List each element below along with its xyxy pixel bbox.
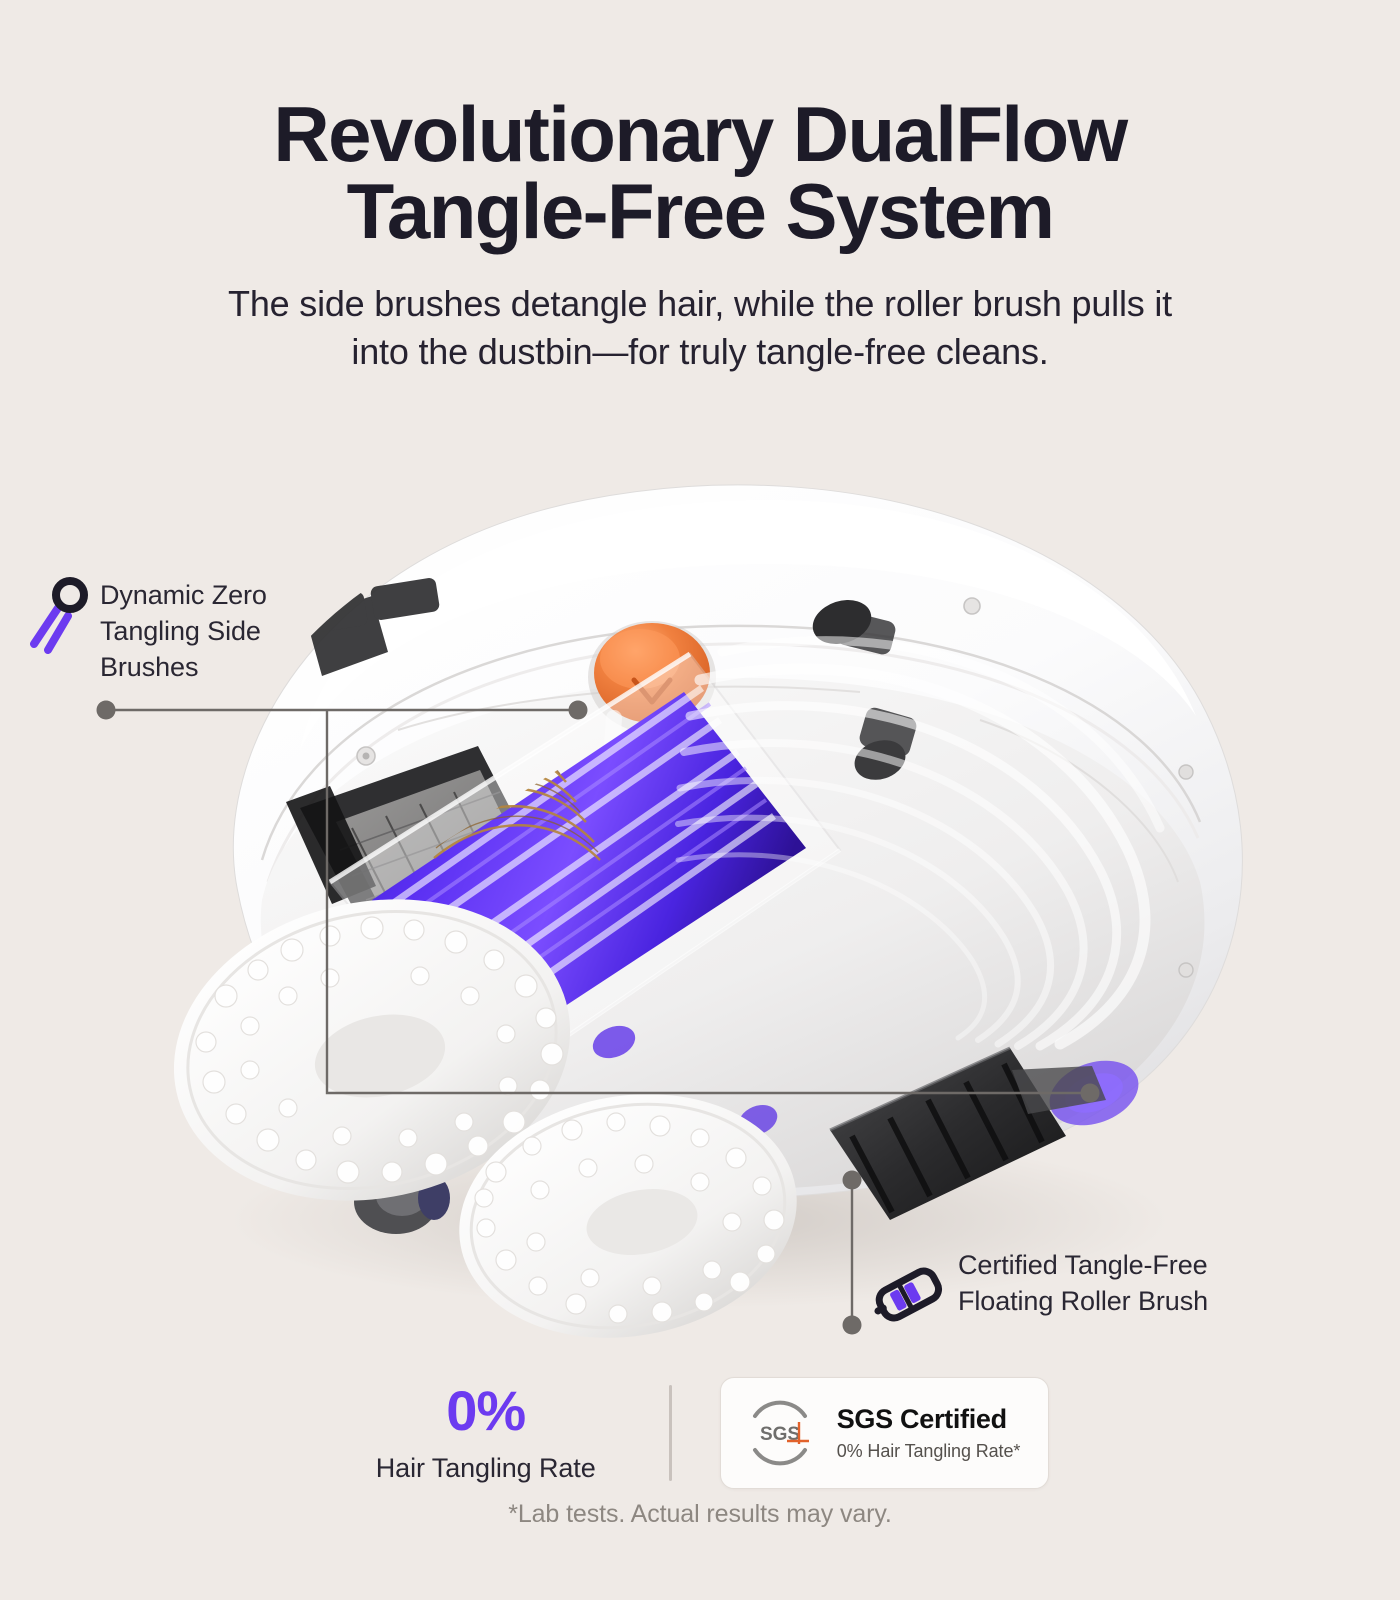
side-brush-icon (30, 577, 88, 654)
mop-pad-right (459, 1094, 797, 1338)
page-title-line-1: Revolutionary DualFlow (273, 90, 1128, 178)
stats-divider (668, 1385, 672, 1481)
page-subtitle-line-2: into the dustbin—for truly tangle-free c… (351, 331, 1049, 373)
stat-hair-tangling-rate: 0% Hair Tangling Rate (351, 1378, 621, 1484)
callout-roller-brush-label: Certified Tangle-Free Floating Roller Br… (958, 1250, 1209, 1316)
callout-roller-brush: Certified Tangle-Free Floating Roller Br… (874, 1248, 1258, 1322)
page-subtitle-line-1: The side brushes detangle hair, while th… (228, 283, 1172, 325)
stat-value: 0% (446, 1378, 526, 1442)
roller-brush-icon (874, 1267, 943, 1322)
header: Revolutionary DualFlow Tangle-Free Syste… (0, 0, 1400, 376)
sgs-badge-subtitle: 0% Hair Tangling Rate* (836, 1441, 1021, 1462)
page-title: Revolutionary DualFlow Tangle-Free Syste… (0, 0, 1400, 250)
robot-vacuum-illustration (173, 484, 1243, 1338)
callout-side-brushes: Dynamic Zero Tangling Side Brushes (30, 577, 350, 686)
stat-label: Hair Tangling Rate (375, 1452, 596, 1483)
page-subtitle: The side brushes detangle hair, while th… (0, 250, 1400, 376)
stats-row: 0% Hair Tangling Rate SGS SGS Certified … (0, 1368, 1400, 1498)
page-title-line-2: Tangle-Free System (346, 167, 1055, 256)
product-image (0, 430, 1400, 1360)
sgs-logo-text: SGS (760, 1424, 800, 1445)
sgs-badge-text: SGS Certified 0% Hair Tangling Rate* (837, 1404, 1021, 1462)
sgs-certified-badge: SGS SGS Certified 0% Hair Tangling Rate* (719, 1377, 1050, 1489)
sgs-logo-icon: SGS (752, 1400, 809, 1466)
footnote: *Lab tests. Actual results may vary. (508, 1500, 892, 1528)
sgs-badge-title: SGS Certified (836, 1403, 1007, 1434)
callout-side-brushes-label: Dynamic Zero Tangling Side Brushes (100, 580, 267, 682)
